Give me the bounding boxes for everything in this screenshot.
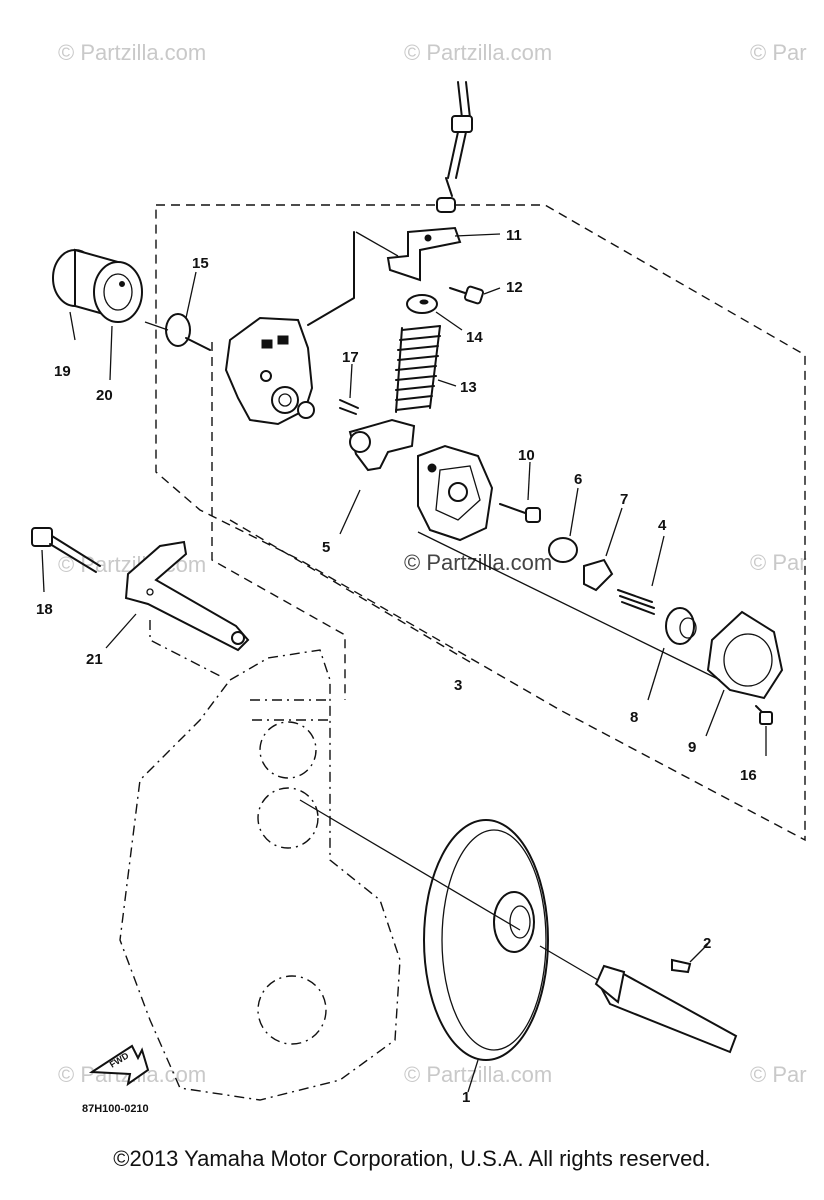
callout-18: 18 [36, 601, 53, 618]
part-9-cover [705, 610, 784, 737]
callout-7: 7 [620, 491, 628, 508]
part-19-20-cap [52, 248, 169, 381]
callout-14: 14 [466, 329, 483, 346]
part-2-key [671, 943, 709, 974]
drawing-code: 87H100-0210 [82, 1103, 149, 1115]
callout-11: 11 [506, 227, 522, 244]
callout-21: 21 [86, 651, 103, 668]
watermark-mid-center: © Partzilla.com [404, 550, 552, 575]
watermark-bottom-center: © Partzilla.com [404, 1062, 552, 1087]
callout-20: 20 [96, 387, 113, 404]
part-21-bracket [105, 540, 250, 677]
callout-15: 15 [192, 255, 209, 272]
leader-3 [229, 519, 471, 663]
callout-9: 9 [688, 739, 696, 756]
part-18-bolt [31, 527, 101, 593]
part-15-shim [165, 271, 211, 351]
part-6-washer [548, 487, 579, 563]
part-10-bolt [499, 461, 541, 523]
callout-4: 4 [658, 517, 667, 534]
callout-2: 2 [703, 935, 711, 952]
part-11-lever [307, 226, 501, 326]
part-12-screw [449, 285, 501, 305]
watermark-top-right: © Par [750, 40, 807, 65]
callout-19: 19 [54, 363, 71, 380]
callout-13: 13 [460, 379, 477, 396]
watermark-bottom-right: © Par [750, 1062, 807, 1087]
watermark-mid-right: © Par [750, 550, 807, 575]
axis-line [417, 531, 721, 681]
watermark-top-center: © Partzilla.com [404, 40, 552, 65]
assembly-link-line [211, 342, 346, 700]
callout-3: 3 [454, 677, 462, 694]
callout-17: 17 [342, 349, 359, 366]
crankcase [119, 649, 401, 1101]
output-shaft [539, 945, 738, 1054]
callout-8: 8 [630, 709, 638, 726]
control-cable [436, 81, 473, 213]
governor-housing [224, 316, 315, 426]
part-16-screw [755, 705, 773, 756]
part-14-collar [406, 294, 463, 331]
part-17-pin [339, 363, 359, 415]
callout-5: 5 [322, 539, 330, 556]
governor-gear-body [417, 444, 494, 542]
part-1-sheave [299, 799, 549, 1093]
callout-16: 16 [740, 767, 757, 784]
callout-1: 1 [462, 1089, 470, 1106]
part-7-clip [583, 507, 623, 592]
copyright-notice: ©2013 Yamaha Motor Corporation, U.S.A. A… [113, 1146, 711, 1171]
part-8-bearing [647, 607, 697, 701]
callout-12: 12 [506, 279, 523, 296]
callout-6: 6 [574, 471, 582, 488]
callout-10: 10 [518, 447, 535, 464]
watermark-top-left: © Partzilla.com [58, 40, 206, 65]
part-13-spring [395, 325, 457, 413]
part-4-spring [617, 535, 665, 615]
part-5-shaft [339, 418, 416, 535]
